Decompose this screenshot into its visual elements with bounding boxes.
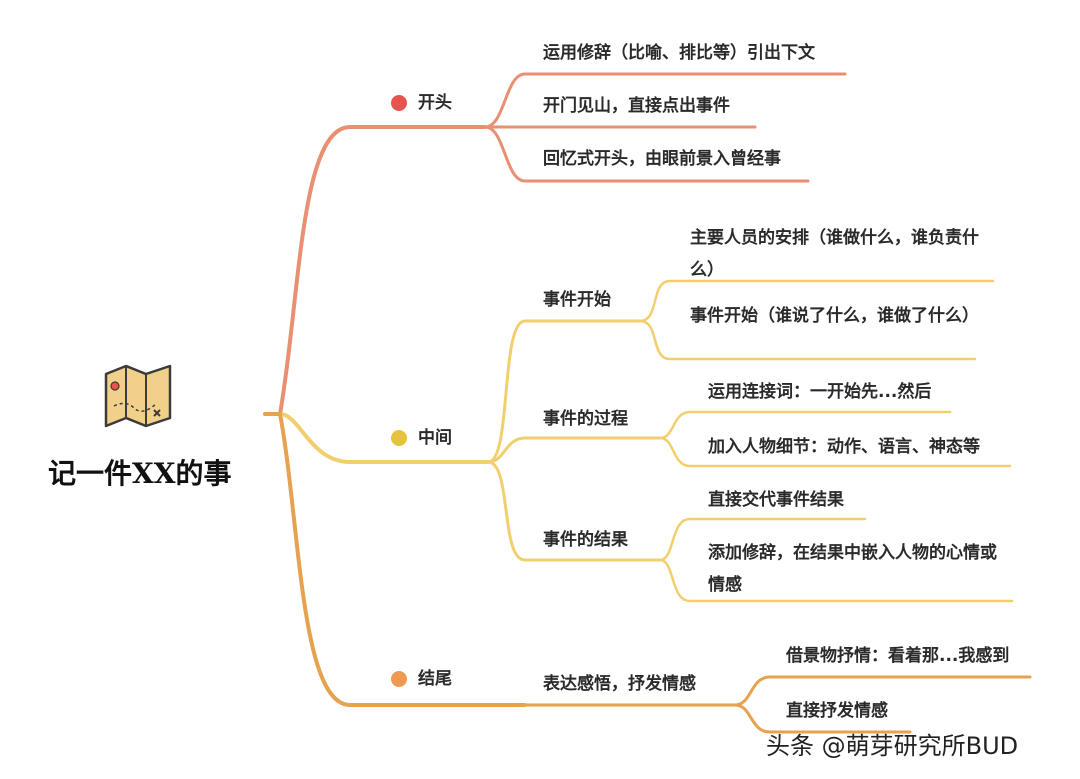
middle-result-line <box>486 460 662 562</box>
start-item-line-2 <box>638 319 977 361</box>
result-item-line-2 <box>658 558 1014 603</box>
express-item-line-2 <box>733 703 912 734</box>
opening-branch-line <box>278 125 487 416</box>
ending-label: 结尾 <box>418 669 452 689</box>
middle-dot <box>391 430 407 446</box>
ending-branch-line <box>278 412 527 707</box>
opening-label: 开头 <box>418 93 452 113</box>
start-item-2: 事件开始（谁说了什么，谁做了什么） <box>690 306 979 326</box>
middle-result-label: 事件的结果 <box>543 530 628 550</box>
start-item-1: 主要人员的安排（谁做什么，谁负责什么） <box>690 228 979 280</box>
middle-process-line <box>486 436 662 464</box>
middle-start-label: 事件开始 <box>543 290 611 310</box>
express-item-1: 借景物抒情：看着那...我感到 <box>786 646 1010 666</box>
opening-item-1: 运用修辞（比喻、排比等）引出下文 <box>543 43 815 63</box>
root-title: 记一件XX的事 <box>48 457 232 490</box>
express-item-line-1 <box>733 675 1032 707</box>
express-item-2: 直接抒发情感 <box>786 701 888 721</box>
process-item-1: 运用连接词：一开始先...然后 <box>708 382 932 402</box>
start-item-line-1 <box>638 279 995 323</box>
result-item-line-1 <box>658 517 867 562</box>
folded-map-icon <box>104 364 172 428</box>
middle-process-label: 事件的过程 <box>543 409 628 429</box>
middle-start-line <box>486 319 642 464</box>
opening-line-3 <box>483 125 810 183</box>
opening-dot <box>391 95 407 111</box>
ending-dot <box>391 671 407 687</box>
opening-line-1 <box>483 72 847 129</box>
process-item-line-2 <box>658 436 1012 468</box>
process-item-2: 加入人物细节：动作、语言、神态等 <box>708 437 980 457</box>
ending-express-label: 表达感悟，抒发情感 <box>543 674 696 694</box>
opening-item-2: 开门见山，直接点出事件 <box>543 96 730 116</box>
result-item-1: 直接交代事件结果 <box>708 490 844 510</box>
middle-label: 中间 <box>418 428 452 448</box>
opening-item-3: 回忆式开头，由眼前景入曾经事 <box>543 149 781 169</box>
middle-branch-line <box>278 412 490 464</box>
watermark: 头条 @萌芽研究所BUD <box>766 732 1019 760</box>
process-item-line-1 <box>658 410 952 440</box>
result-item-2: 添加修辞，在结果中嵌入人物的心情或情感 <box>708 543 997 595</box>
